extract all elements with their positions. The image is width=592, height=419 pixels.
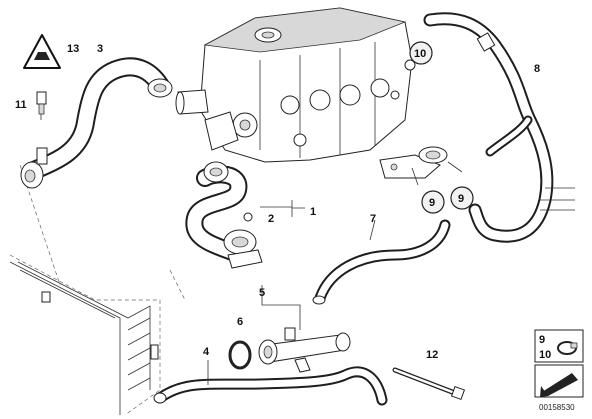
callout-9b: 9 [458, 193, 464, 205]
callout-7: 7 [370, 213, 376, 225]
hose-3-upper-radiator-hose [20, 57, 173, 189]
hose-1-s-hose [185, 161, 263, 269]
callout-10-circle [409, 41, 433, 65]
sensor-11 [36, 91, 47, 120]
callout-leaders [207, 200, 376, 385]
callout-2: 2 [268, 213, 274, 225]
o-ring-6 [228, 340, 252, 370]
coolant-pipe-5 [258, 327, 351, 373]
cable-strap-12 [392, 367, 466, 401]
legend-bottom-label: 10 [539, 349, 551, 361]
legend-box: 9 10 00158530 [534, 329, 584, 412]
callout-5: 5 [259, 287, 265, 299]
hose-7 [312, 219, 451, 305]
hose-8 [423, 12, 575, 243]
reference-number: 00158530 [539, 403, 575, 412]
callout-12: 12 [426, 349, 438, 361]
callout-4: 4 [203, 346, 210, 358]
coolant-valve [379, 146, 463, 186]
callout-numbers: 1 2 3 4 5 6 7 8 12 13 11 10 9 9 [15, 41, 540, 361]
radiator [9, 164, 186, 416]
hose-4 [153, 366, 388, 406]
callout-8: 8 [534, 63, 540, 75]
callout-6: 6 [237, 316, 243, 328]
legend-top-label: 9 [539, 334, 545, 346]
callout-11: 11 [15, 99, 27, 111]
warning-triangle-13 [23, 34, 61, 69]
callout-9a-circle [421, 190, 445, 214]
callout-3: 3 [97, 43, 103, 55]
engine-cylinder-head [175, 7, 416, 163]
hose-clamp-icon [557, 341, 578, 355]
callout-13: 13 [67, 43, 79, 55]
callout-9b-circle [450, 186, 474, 210]
callout-9a: 9 [429, 197, 435, 209]
callout-10: 10 [414, 48, 426, 60]
tool-arrow-icon [540, 373, 578, 397]
callout-1: 1 [310, 206, 316, 218]
